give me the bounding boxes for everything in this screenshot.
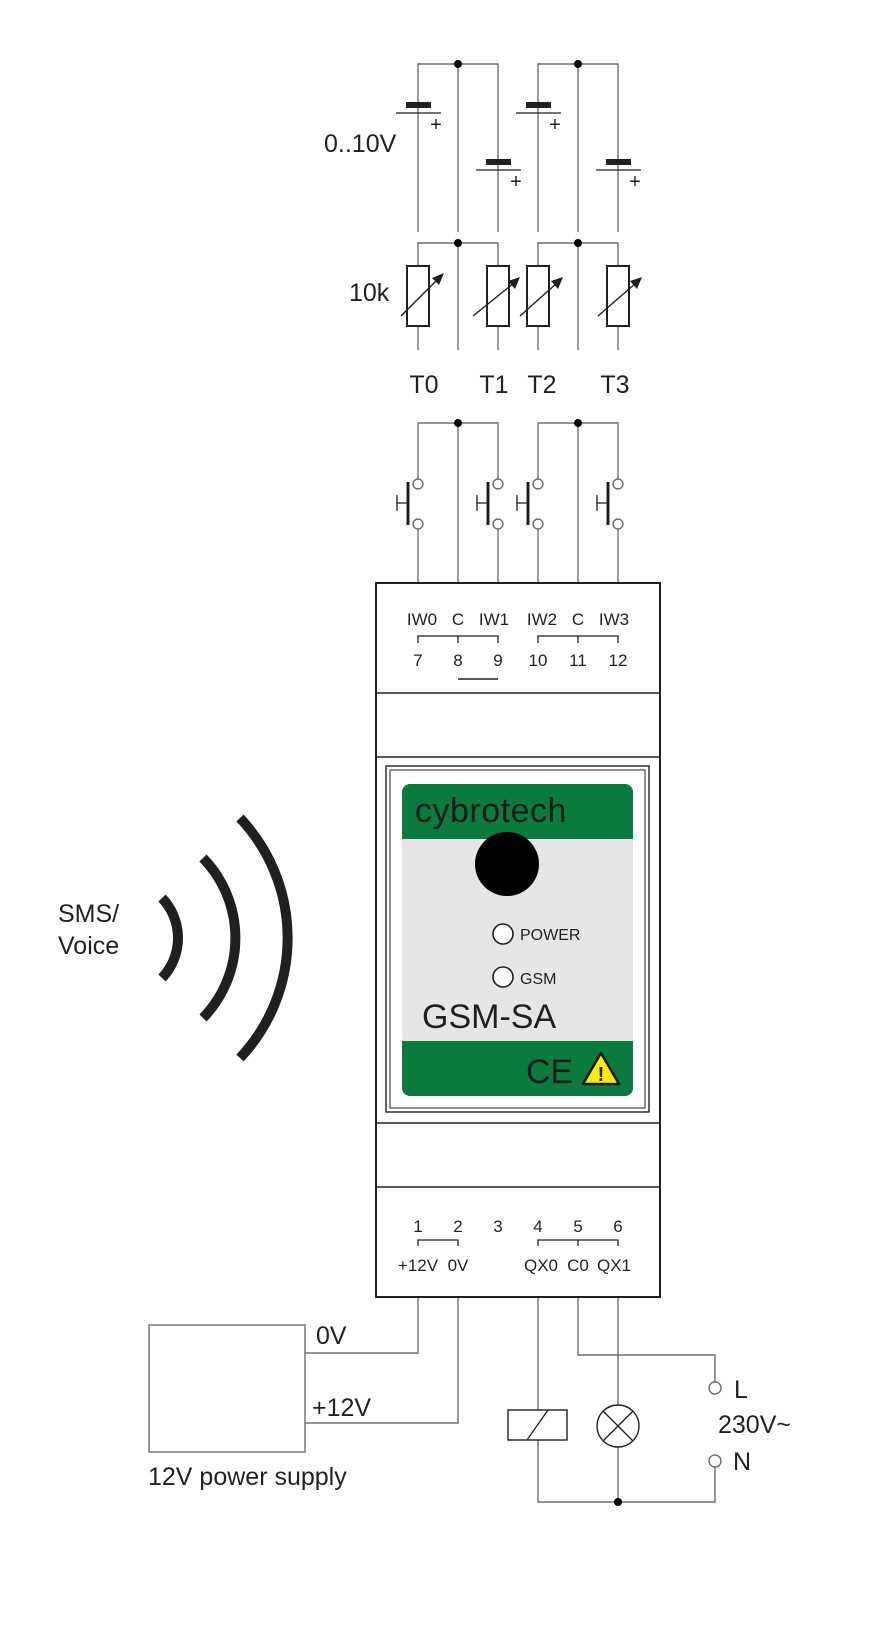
terminal-number: 9 — [493, 651, 502, 670]
terminal-number: 4 — [533, 1217, 542, 1236]
power-led-label: POWER — [520, 927, 580, 944]
terminal-name-iw1: IW1 — [479, 610, 509, 629]
model-name: GSM-SA — [422, 998, 556, 1036]
terminal-name-iw2: IW2 — [527, 610, 557, 629]
terminal-number: 12 — [609, 651, 628, 670]
mains-voltage-label: 230V~ — [718, 1411, 791, 1439]
terminal-name-c: C — [452, 610, 464, 629]
gsm-sa-device: IW0 C IW1 IW2 C IW3 7 8 9 10 11 12 cybro… — [375, 582, 661, 1298]
terminal-number: 2 — [453, 1217, 462, 1236]
terminal-name-c: C — [572, 610, 584, 629]
terminal-number: 3 — [493, 1217, 502, 1236]
terminal-number: 10 — [529, 651, 548, 670]
mains-l-label: L — [734, 1376, 748, 1404]
terminal-name-c0: C0 — [567, 1256, 589, 1275]
terminal-number: 8 — [453, 651, 462, 670]
output-circuit: L 230V~ N — [507, 1298, 791, 1506]
voltage-label: 0..10V — [324, 130, 397, 158]
push-button-symbol — [516, 478, 544, 530]
psu-label: 12V power supply — [148, 1463, 347, 1491]
thermistor-symbol — [400, 265, 444, 327]
relay-coil-icon — [507, 1409, 568, 1441]
battery-symbol: + — [516, 102, 561, 136]
temp-label-t0: T0 — [409, 371, 438, 399]
terminal-name-qx1: QX1 — [597, 1256, 631, 1275]
psu-12v-label: +12V — [312, 1394, 371, 1422]
temp-label-t2: T2 — [527, 371, 556, 399]
thermistors: 10k T0 T1 T2 T3 — [349, 239, 642, 399]
push-button-symbol — [476, 478, 504, 530]
mains-n-label: N — [733, 1448, 751, 1476]
wireless-icon — [158, 814, 293, 1062]
top-terminal-block: IW0 C IW1 IW2 C IW3 7 8 9 10 11 12 — [407, 610, 629, 680]
terminal-number: 11 — [569, 651, 587, 670]
svg-text:+: + — [549, 114, 561, 136]
front-panel: cybrotech POWER GSM GSM-SA CE ! — [402, 784, 633, 1096]
psu-0v-label: 0V — [316, 1322, 347, 1350]
push-button-symbol — [396, 478, 424, 530]
svg-text:+: + — [510, 171, 522, 193]
temp-label-t1: T1 — [479, 371, 508, 399]
warning-icon: ! — [581, 1051, 621, 1086]
terminal-number: 5 — [573, 1217, 582, 1236]
resistor-label: 10k — [349, 279, 390, 307]
lamp-icon — [596, 1404, 640, 1448]
thermistor-symbol — [519, 265, 563, 327]
power-supply: 0V +12V 12V power supply — [148, 1298, 459, 1491]
mains-terminal-l — [708, 1381, 722, 1395]
battery-symbol: + — [476, 159, 522, 193]
terminal-name-iw3: IW3 — [599, 610, 629, 629]
terminal-name-0v: 0V — [448, 1256, 469, 1275]
svg-text:+: + — [629, 171, 641, 193]
thermistor-symbol — [472, 265, 520, 327]
brand-logo: cybrotech — [415, 792, 567, 830]
voltage-sources: + + + + 0..10V — [324, 60, 641, 232]
terminal-number: 1 — [413, 1217, 422, 1236]
svg-text:+: + — [430, 114, 442, 136]
terminal-name-iw0: IW0 — [407, 610, 437, 629]
thermistor-symbol — [597, 265, 642, 327]
terminal-name-12v: +12V — [398, 1256, 439, 1275]
wireless-label: SMS/ — [58, 900, 119, 928]
svg-text:!: ! — [598, 1064, 605, 1086]
push-buttons — [396, 419, 624, 585]
temp-label-t3: T3 — [600, 371, 629, 399]
power-led — [492, 923, 514, 945]
battery-symbol: + — [596, 159, 641, 193]
battery-symbol: + — [396, 102, 442, 136]
gsm-led-label: GSM — [520, 971, 556, 988]
terminal-number: 7 — [413, 651, 422, 670]
gsm-led — [492, 966, 514, 988]
ce-mark: CE — [526, 1053, 573, 1091]
wireless-label: Voice — [58, 932, 119, 960]
mains-terminal-n — [708, 1454, 722, 1468]
push-button-symbol — [596, 478, 624, 530]
terminal-name-qx0: QX0 — [524, 1256, 558, 1275]
bottom-terminal-block: 1 2 3 4 5 6 +12V 0V QX0 C0 QX1 — [398, 1217, 631, 1275]
terminal-number: 6 — [613, 1217, 622, 1236]
antenna-connector — [475, 832, 539, 896]
